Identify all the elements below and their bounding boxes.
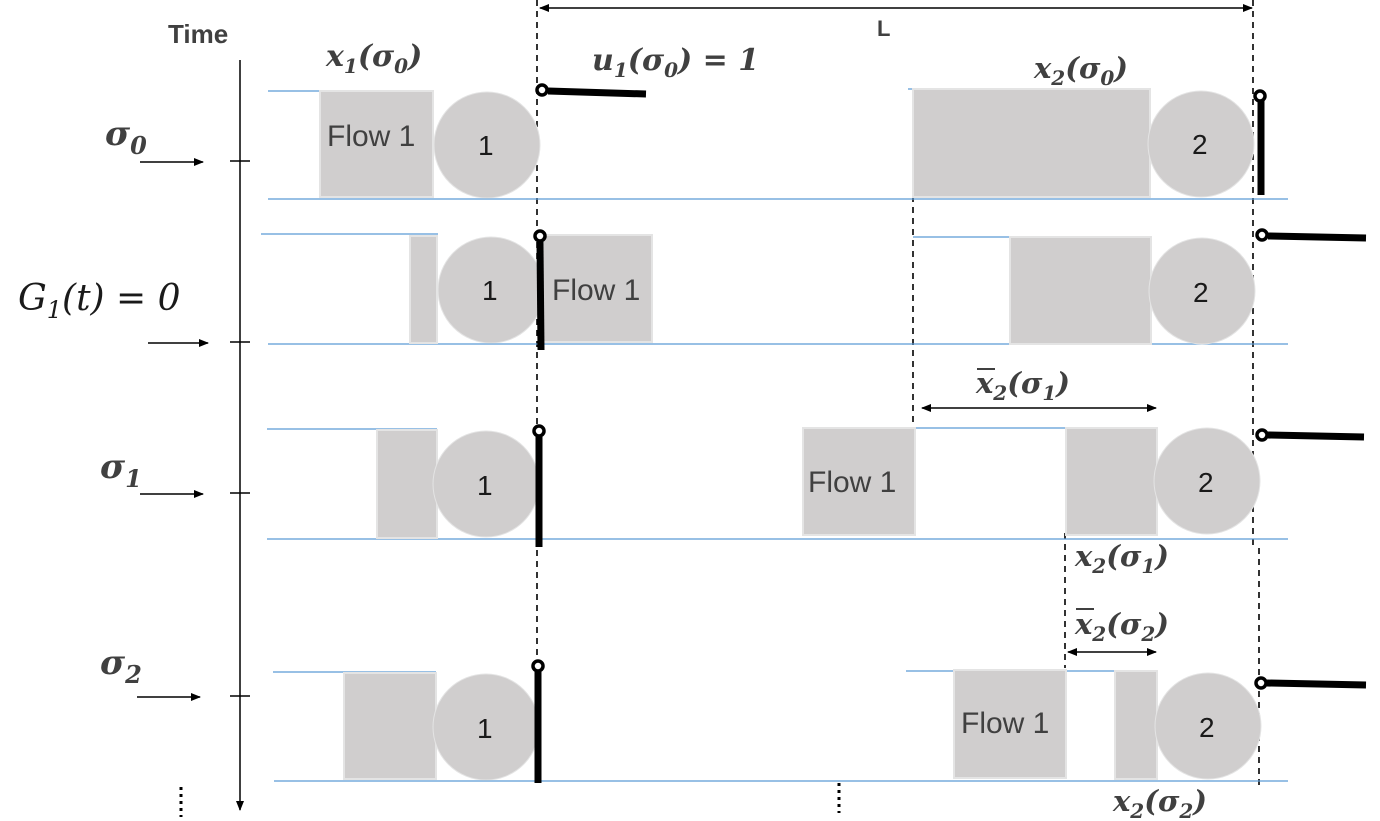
light2-label: 2	[1198, 467, 1214, 498]
continuation-dots	[179, 783, 841, 817]
light2-node	[1148, 237, 1256, 345]
label-u1-sigma0: u1(σ0) = 1	[592, 43, 759, 82]
light2-node	[1147, 90, 1255, 198]
light1-label: 1	[482, 275, 498, 306]
label-x2-sigma2: x2(σ2)	[1112, 784, 1207, 821]
distance-label: L	[877, 16, 890, 41]
light1-label: 1	[478, 130, 494, 161]
light1-label: 1	[477, 470, 493, 501]
flow1-queue	[319, 90, 434, 198]
row-sigma0: Flow 1 1 2	[268, 83, 1288, 200]
light2-label: 2	[1192, 129, 1208, 160]
row-g1: 1 Flow 1 2	[261, 228, 1367, 351]
light2-pivot	[1254, 676, 1268, 690]
flow1-label: Flow 1	[808, 466, 896, 499]
flow2-queue	[1065, 427, 1158, 536]
light1-pivot	[531, 659, 545, 673]
event-label-sigma2: σ2	[100, 643, 142, 689]
event-label-sigma1: σ1	[100, 447, 142, 493]
flow1-platoon	[802, 427, 916, 536]
distance-l: L	[539, 4, 1253, 41]
time-axis: Time	[168, 19, 250, 811]
annotations: x1(σ0) u1(σ0) = 1 x2(σ0) x2(σ1) x2(σ1) x…	[325, 39, 1207, 821]
row-sigma1: 1 Flow 1 2	[267, 424, 1365, 547]
time-axis-label: Time	[168, 19, 228, 49]
light2-pivot	[1253, 89, 1267, 103]
label-xbar2-sigma1: x2(σ1)	[975, 366, 1070, 405]
label-xbar2-sigma2: x2(σ2)	[1074, 607, 1169, 646]
light2-gate-open	[1267, 232, 1367, 242]
label-x2-sigma1: x2(σ1)	[1074, 539, 1169, 578]
light2-node	[1154, 672, 1262, 780]
flow1-label: Flow 1	[961, 707, 1049, 740]
light1-pivot	[532, 424, 546, 438]
row-sigma2: 1 Flow 1 2	[273, 659, 1367, 783]
label-x2-sigma0: x2(σ0)	[1033, 51, 1128, 90]
flow2-queue	[912, 88, 1151, 198]
flow1-queue	[343, 672, 437, 780]
flow1-queue	[409, 235, 438, 344]
light1-label: 1	[477, 713, 493, 744]
light1-pivot	[533, 229, 547, 243]
light2-pivot	[1255, 228, 1269, 242]
label-x1-sigma0: x1(σ0)	[325, 39, 422, 78]
flow2-queue	[1009, 236, 1152, 345]
flow2-queue	[1114, 670, 1158, 780]
light2-label: 2	[1193, 277, 1209, 308]
light1-gate-open	[547, 87, 647, 98]
flow1-crossing	[542, 234, 653, 343]
flow1-platoon	[953, 669, 1067, 779]
event-label-sigma0: σ0	[105, 114, 147, 160]
flow1-label: Flow 1	[327, 120, 415, 153]
light1-gate-closed	[536, 241, 545, 351]
flow1-label: Flow 1	[552, 274, 640, 307]
light1-pivot	[535, 83, 549, 97]
light2-gate-open	[1266, 679, 1367, 689]
light1-node	[433, 91, 541, 199]
flow1-queue	[376, 429, 438, 539]
event-labels: σ0 G1(t) = 0 σ1 σ2	[18, 114, 209, 701]
light2-gate-open	[1267, 431, 1365, 441]
event-label-g1: G1(t) = 0	[18, 278, 181, 324]
light2-node	[1153, 427, 1261, 535]
light2-label: 2	[1199, 712, 1215, 743]
light2-pivot	[1255, 428, 1269, 442]
